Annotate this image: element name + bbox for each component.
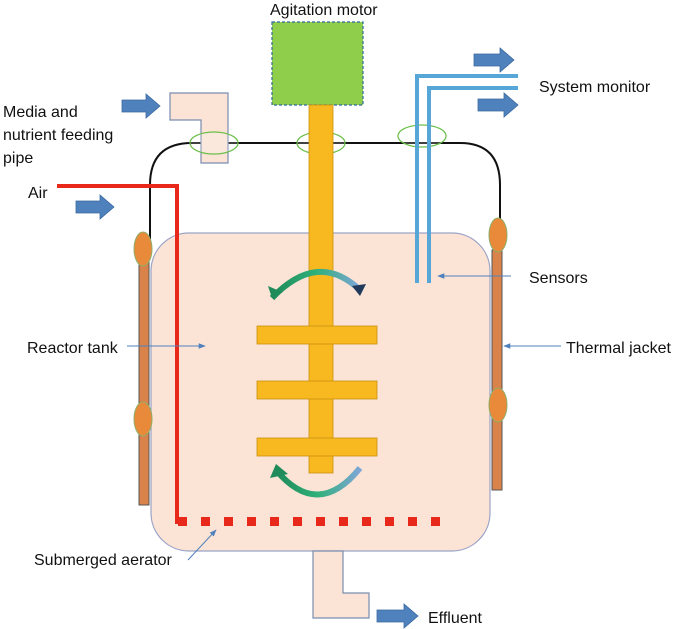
arrow-effluent bbox=[376, 603, 419, 629]
seal-sensors bbox=[397, 124, 447, 148]
rotation-arrow-top bbox=[268, 268, 366, 301]
label-agitation-motor: Agitation motor bbox=[270, 2, 378, 19]
arrow-system-monitor-top bbox=[473, 47, 515, 73]
media-feeding-pipe bbox=[169, 92, 229, 164]
effluent-pipe bbox=[312, 550, 370, 619]
label-media-line1: Media and bbox=[3, 104, 78, 121]
thermal-jacket-left bbox=[138, 249, 150, 506]
label-system-monitor: System monitor bbox=[539, 79, 651, 96]
jacket-seal-left-bottom bbox=[133, 401, 153, 437]
seal-feed-pipe bbox=[189, 131, 239, 155]
label-media-line3: pipe bbox=[3, 150, 33, 167]
label-thermal-jacket: Thermal jacket bbox=[566, 340, 671, 357]
jacket-seal-right-bottom bbox=[488, 387, 508, 423]
submerged-aerator bbox=[178, 517, 440, 526]
arrow-system-monitor-bottom bbox=[477, 92, 519, 118]
sensor-line-inner bbox=[427, 86, 518, 283]
rotation-arrow-bottom bbox=[270, 464, 363, 498]
label-media-line2: nutrient feeding bbox=[3, 127, 113, 144]
agitation-motor bbox=[271, 21, 364, 106]
label-reactor-tank: Reactor tank bbox=[27, 340, 119, 357]
jacket-seal-right-top bbox=[488, 217, 508, 253]
arrow-media bbox=[121, 93, 161, 119]
label-effluent: Effluent bbox=[428, 610, 483, 627]
impeller-blade-1 bbox=[256, 325, 378, 345]
arrow-air bbox=[75, 194, 115, 220]
sensor-line-outer bbox=[415, 74, 518, 283]
label-air: Air bbox=[28, 185, 48, 202]
label-sensors: Sensors bbox=[529, 270, 588, 287]
agitator-shaft bbox=[308, 104, 334, 474]
air-line bbox=[57, 184, 179, 524]
thermal-jacket-right bbox=[491, 249, 503, 491]
jacket-seal-left-top bbox=[133, 231, 153, 267]
impeller-blade-3 bbox=[256, 437, 378, 457]
pointer-submerged-aerator bbox=[187, 529, 217, 561]
impeller-blade-2 bbox=[256, 380, 378, 400]
label-submerged-aerator: Submerged aerator bbox=[34, 552, 173, 569]
